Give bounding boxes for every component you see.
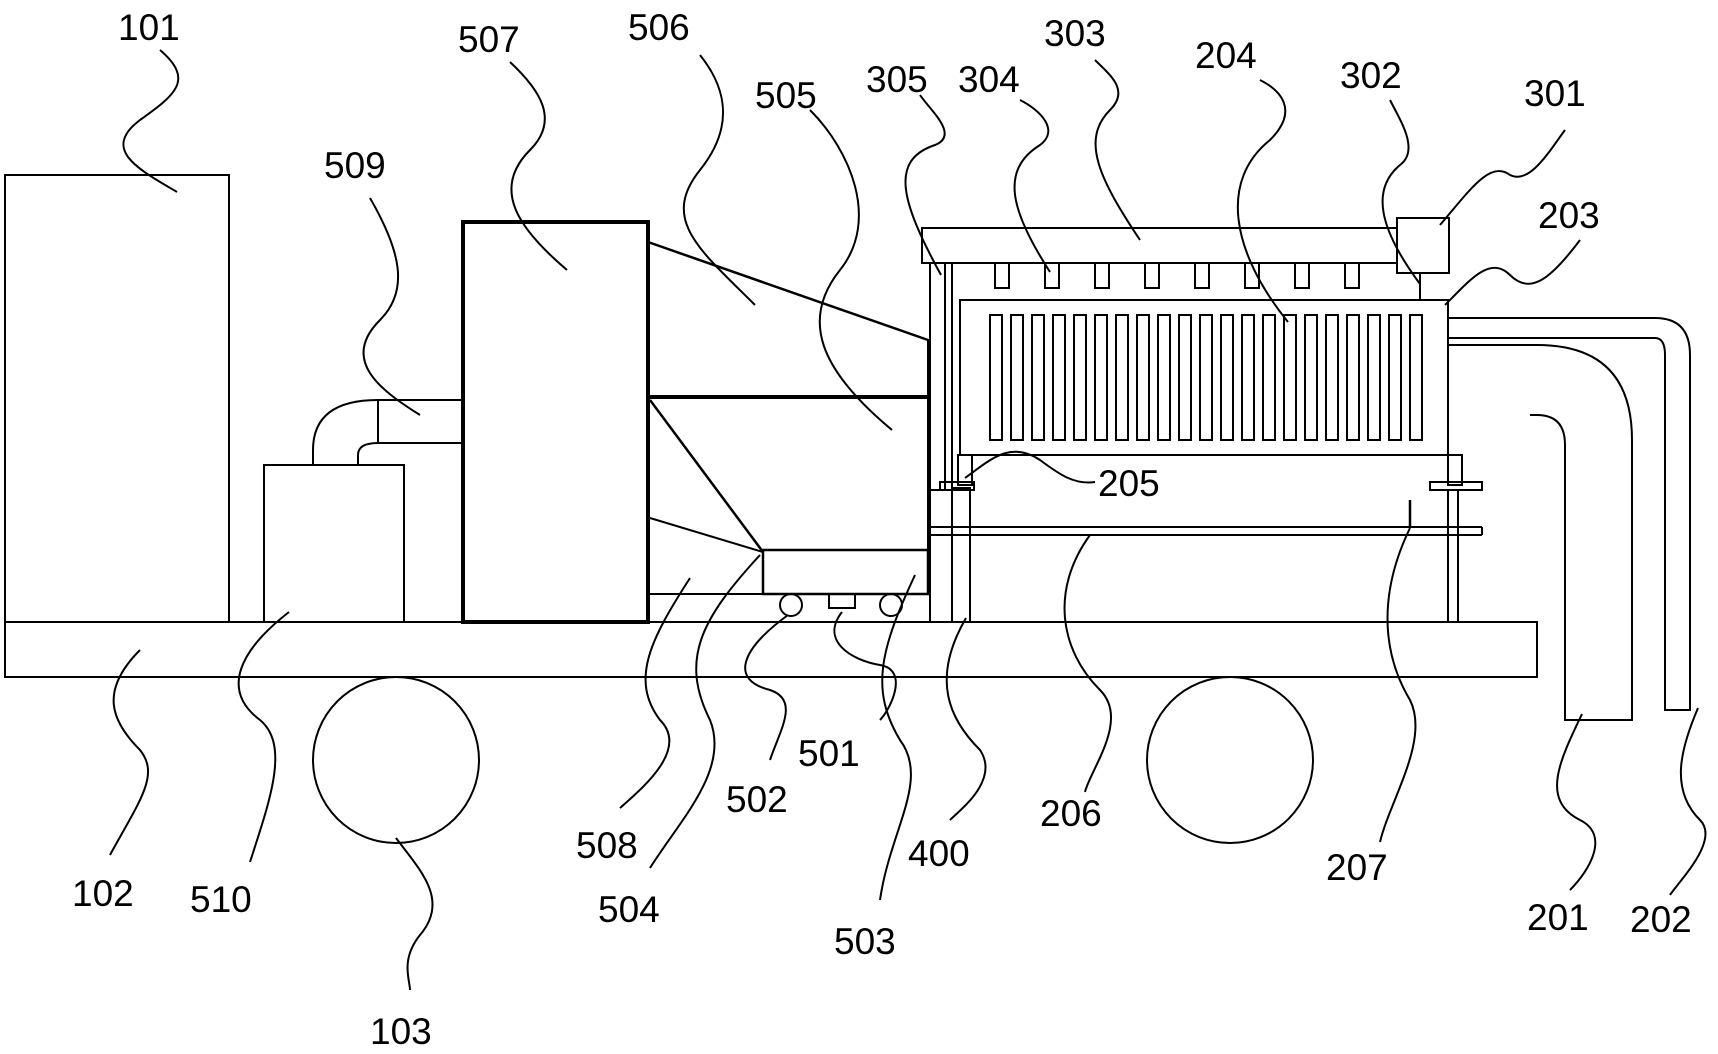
leader-502: [744, 614, 789, 761]
cabinet-101: [4, 174, 230, 623]
label-202: 202: [1630, 899, 1692, 940]
leader-201: [1556, 713, 1597, 891]
leader-501: [833, 611, 897, 721]
leader-302: [1381, 99, 1421, 285]
leader-305: [904, 94, 946, 276]
wheel-rear: [1146, 676, 1314, 844]
pipe-201: [1448, 344, 1633, 721]
leader-504: [649, 554, 761, 869]
hopper-funnel-504: [648, 399, 765, 553]
label-504: 504: [598, 889, 660, 930]
label-502: 502: [726, 779, 788, 820]
pipe-202: [1448, 317, 1691, 711]
nozzles-304: [994, 262, 1360, 289]
label-101: 101: [118, 7, 180, 48]
label-505: 505: [755, 75, 817, 116]
motor-box-301: [1396, 217, 1450, 274]
label-305: 305: [866, 59, 928, 100]
leader-206: [1063, 534, 1113, 793]
label-501: 501: [798, 733, 860, 774]
label-400: 400: [908, 833, 970, 874]
label-303: 303: [1044, 13, 1106, 54]
leader-505: [809, 109, 893, 431]
leader-503: [879, 574, 916, 901]
tank-510: [263, 464, 405, 623]
label-204: 204: [1195, 35, 1257, 76]
hopper-506: [647, 240, 929, 342]
bracket-205: [939, 454, 1483, 622]
motor-501: [828, 593, 856, 609]
label-206: 206: [1040, 793, 1102, 834]
leader-303: [1094, 59, 1141, 241]
label-506: 506: [628, 7, 690, 48]
leader-304: [1013, 99, 1051, 273]
leader-400: [945, 617, 987, 821]
label-205: 205: [1098, 463, 1160, 504]
leader-508: [619, 577, 691, 809]
label-510: 510: [190, 879, 252, 920]
chassis-platform-102: [4, 621, 1538, 678]
leader-102: [109, 649, 149, 856]
rail-206: [930, 526, 1483, 536]
leader-203: [1444, 239, 1581, 306]
leader-103: [395, 837, 434, 991]
label-103: 103: [370, 1011, 432, 1052]
elbow-pipe-509: [312, 399, 463, 465]
label-201: 201: [1527, 897, 1589, 938]
support-post-400: [929, 262, 971, 623]
label-102: 102: [72, 873, 134, 914]
label-503: 503: [834, 921, 896, 962]
housing-507: [461, 220, 650, 624]
label-302: 302: [1340, 55, 1402, 96]
leader-204: [1236, 79, 1289, 323]
bin-503: [761, 400, 930, 596]
label-203: 203: [1538, 195, 1600, 236]
leader-202: [1669, 707, 1707, 896]
label-207: 207: [1326, 847, 1388, 888]
leader-506: [682, 54, 756, 306]
leader-207: [1379, 527, 1417, 843]
label-508: 508: [576, 825, 638, 866]
top-cover-303: [921, 227, 1398, 264]
label-507: 507: [458, 19, 520, 60]
leader-509: [362, 197, 421, 416]
leader-510: [237, 611, 290, 863]
label-301: 301: [1524, 73, 1586, 114]
leader-205: [964, 450, 1096, 484]
leader-301: [1439, 129, 1566, 226]
leader-507: [509, 61, 568, 271]
filter-body-203: [959, 299, 1449, 456]
label-304: 304: [958, 59, 1020, 100]
label-509: 509: [324, 145, 386, 186]
filter-slots-204: [989, 314, 1423, 441]
roller-502-left: [779, 593, 803, 617]
leader-101: [122, 49, 180, 193]
wheel-front-103: [312, 676, 480, 844]
